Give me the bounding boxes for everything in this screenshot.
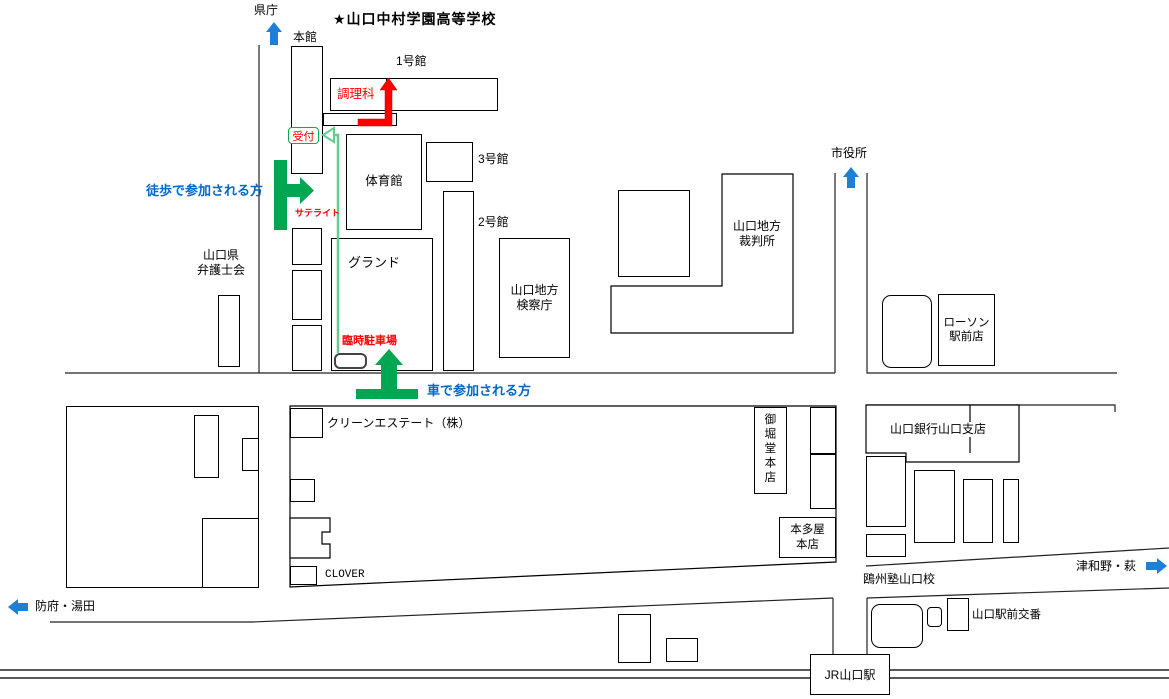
roadside-box-1 bbox=[292, 228, 322, 265]
station-front-bldg1 bbox=[871, 604, 923, 648]
center-block-stack-bldg1 bbox=[810, 407, 836, 454]
lawson-label: ローソン 駅前店 bbox=[943, 316, 990, 343]
roadside-box-3 bbox=[292, 325, 322, 371]
tsuwano-hagi-label: 津和野・萩 bbox=[1076, 559, 1137, 573]
hofu-left-arrow-icon bbox=[8, 599, 28, 615]
bldg2-building bbox=[443, 191, 474, 371]
satellite-label: サテライト bbox=[295, 208, 341, 218]
trackside-bldg1 bbox=[618, 614, 651, 663]
bar-association-label: 山口県 弁護士会 bbox=[196, 248, 245, 277]
reception-box: 受付 bbox=[288, 127, 319, 144]
bank-block-bldg2 bbox=[866, 534, 906, 557]
bldg1-building bbox=[386, 78, 498, 111]
map-title: ★山口中村学園高等学校 bbox=[333, 11, 497, 27]
shiyakusho-label: 市役所 bbox=[831, 146, 868, 160]
southwest-block-bldg1 bbox=[194, 415, 219, 478]
southwest-block-bldg2 bbox=[242, 438, 259, 471]
temp-parking-label: 臨時駐車場 bbox=[342, 335, 397, 347]
reception-label: 受付 bbox=[292, 130, 315, 143]
gymnasium-label: 体育館 bbox=[365, 174, 403, 189]
station-label: JR山口駅 bbox=[824, 668, 876, 682]
shiyakusho-up-arrow-icon bbox=[843, 167, 859, 188]
main-building-label: 本館 bbox=[293, 30, 318, 44]
center-block-small-bldg bbox=[290, 479, 315, 502]
clean-estate-building bbox=[290, 408, 323, 438]
ground-label: グランド bbox=[348, 255, 401, 270]
bank-block-bldg4 bbox=[963, 479, 993, 543]
hondaya-label: 本多屋 本店 bbox=[790, 524, 825, 551]
koban-building bbox=[947, 598, 969, 631]
court-label: 山口地方 裁判所 bbox=[732, 219, 781, 248]
corridor bbox=[323, 113, 397, 126]
jr-station-building: JR山口駅 bbox=[810, 654, 890, 695]
clover-building bbox=[290, 566, 317, 585]
clean-estate-label: クリーンエステート（株） bbox=[327, 416, 471, 430]
bank-label: 山口銀行山口支店 bbox=[888, 422, 989, 437]
southwest-block-bldg3 bbox=[202, 518, 259, 588]
hofu-yuda-label: 防府・湯田 bbox=[35, 599, 96, 613]
bank-block-bldg5 bbox=[1003, 479, 1019, 543]
temp-parking-lot bbox=[334, 353, 367, 369]
bank-block-top-edge bbox=[866, 404, 1116, 412]
road-diagonal-lower-left bbox=[50, 597, 834, 623]
tsuwano-right-arrow-icon bbox=[1146, 558, 1167, 574]
road-diagonal-lower-right bbox=[866, 587, 1169, 599]
bank-block-bldg3 bbox=[914, 470, 955, 543]
lawson-side-building bbox=[882, 295, 932, 368]
bldg1-label: 1号館 bbox=[396, 54, 427, 68]
oshujuku-label: 鴎州塾山口校 bbox=[863, 572, 936, 587]
center-block-stack-bldg2 bbox=[810, 454, 836, 509]
walk-route-label: 徒歩で参加される方 bbox=[146, 183, 264, 198]
kencho-label: 県庁 bbox=[254, 3, 279, 17]
bank-block-bldg1 bbox=[866, 456, 906, 527]
court-annex-building bbox=[618, 190, 690, 277]
bldg2-label: 2号館 bbox=[478, 215, 509, 229]
main-building bbox=[291, 46, 323, 174]
roadside-box-2 bbox=[292, 270, 322, 320]
station-front-bldg2 bbox=[927, 607, 942, 627]
trackside-bldg2 bbox=[666, 638, 698, 662]
kencho-up-arrow-icon bbox=[266, 22, 282, 45]
bldg3-label: 3号館 bbox=[478, 152, 509, 166]
notched-building bbox=[289, 517, 331, 559]
prosecutors-office-label: 山口地方 検察庁 bbox=[510, 283, 559, 312]
reception-route-arrowhead-icon bbox=[321, 126, 335, 144]
koban-label: 山口駅前交番 bbox=[972, 609, 1041, 621]
cooking-dept-label: 調理科 bbox=[337, 87, 375, 101]
prosecutors-office-building bbox=[499, 238, 570, 358]
ground-field bbox=[331, 238, 433, 371]
bar-association-building bbox=[218, 295, 240, 367]
clover-label: CLOVER bbox=[325, 569, 365, 581]
car-route-label: 車で参加される方 bbox=[427, 383, 532, 398]
gymnasium-building bbox=[346, 134, 422, 230]
mihorido-label: 御堀堂本店 bbox=[763, 413, 776, 486]
bldg3-building bbox=[426, 142, 473, 182]
